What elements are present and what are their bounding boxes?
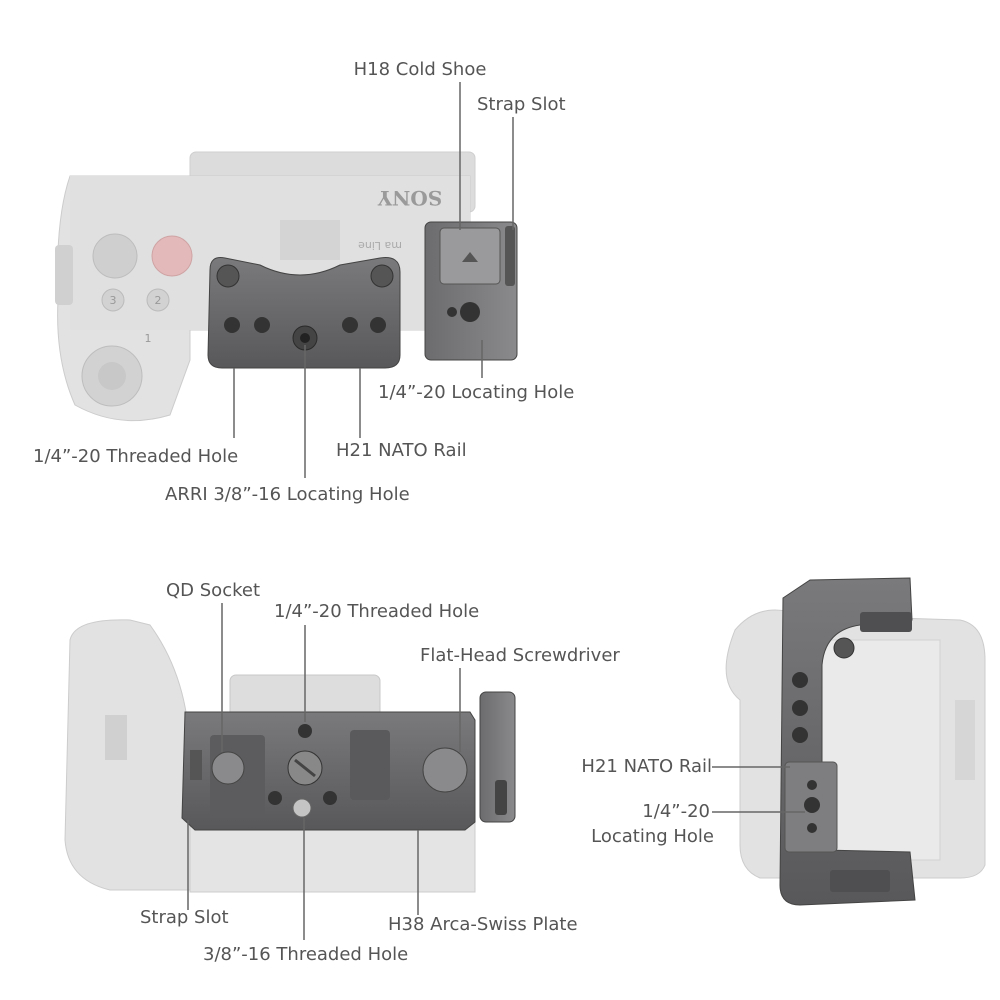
label-arca-plate: H38 Arca-Swiss Plate [388, 914, 578, 935]
side-view [712, 577, 986, 906]
bottom-view-leader-lines [187, 603, 461, 940]
label-qd-socket: QD Socket [166, 580, 260, 601]
label-side-nato-rail: H21 NATO Rail [581, 756, 712, 777]
side-view-leader-lines [712, 766, 805, 813]
top-view: SONY ma Line 3 2 1 [55, 82, 518, 478]
label-side-locating-hole-line2: Locating Hole [591, 826, 714, 847]
camera-button-3: 3 [110, 294, 117, 307]
label-bottom-strap-slot: Strap Slot [140, 907, 229, 928]
label-screwdriver: Flat-Head Screwdriver [420, 645, 620, 666]
side-cage [779, 577, 916, 906]
cold-shoe-block [424, 221, 518, 361]
label-arri-locating-hole: ARRI 3/8”-16 Locating Hole [165, 484, 410, 505]
arca-plate [181, 691, 516, 831]
top-view-leader-lines [233, 82, 514, 478]
camera-brand-text: SONY [377, 186, 442, 210]
top-plate [207, 257, 401, 369]
camera-button-1: 1 [145, 332, 152, 345]
label-top-threaded-hole: 1/4”-20 Threaded Hole [33, 446, 239, 467]
label-cold-shoe: H18 Cold Shoe [353, 59, 487, 80]
label-side-locating-hole-line1: 1/4”-20 [642, 801, 710, 822]
label-threaded-hole-38: 3/8”-16 Threaded Hole [203, 944, 409, 965]
label-top-nato-rail: H21 NATO Rail [336, 440, 467, 461]
bottom-view [64, 603, 516, 940]
camera-button-2: 2 [155, 294, 162, 307]
camera-body-side [725, 609, 986, 879]
label-top-strap-slot: Strap Slot [477, 94, 566, 115]
label-bottom-threaded-hole: 1/4”-20 Threaded Hole [274, 601, 480, 622]
label-top-locating-hole: 1/4”-20 Locating Hole [378, 382, 575, 403]
camera-model-text: ma Line [358, 239, 402, 252]
